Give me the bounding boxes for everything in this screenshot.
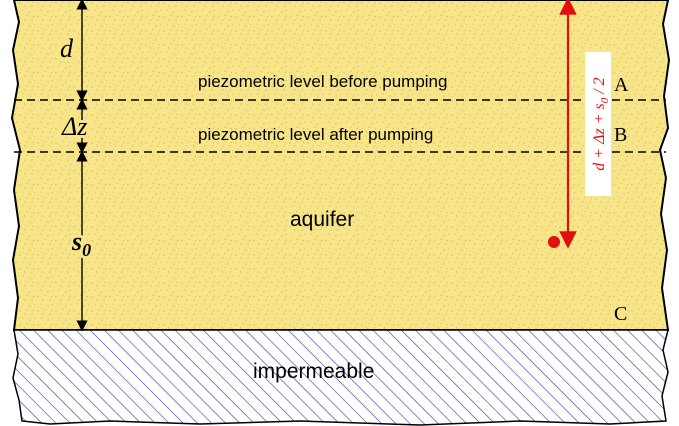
label-d: d (60, 34, 74, 63)
level-label-before-pumping: piezometric level before pumping (198, 72, 447, 91)
layer-label-aquifer: aquifer (290, 208, 354, 231)
annotation-point (548, 236, 560, 248)
marker-c: C (614, 303, 627, 325)
label-s0: s0 (71, 227, 91, 260)
marker-a: A (614, 74, 629, 96)
layer-label-impermeable: impermeable (253, 360, 374, 383)
annotation-formula: d + Δz + s0 / 2 (591, 77, 611, 170)
aquifer-layer (10, 0, 671, 331)
level-label-after-pumping: piezometric level after pumping (198, 125, 433, 144)
label-delta-z: Δz (61, 112, 87, 141)
marker-b: B (614, 124, 627, 146)
impermeable-layer (12, 329, 669, 426)
